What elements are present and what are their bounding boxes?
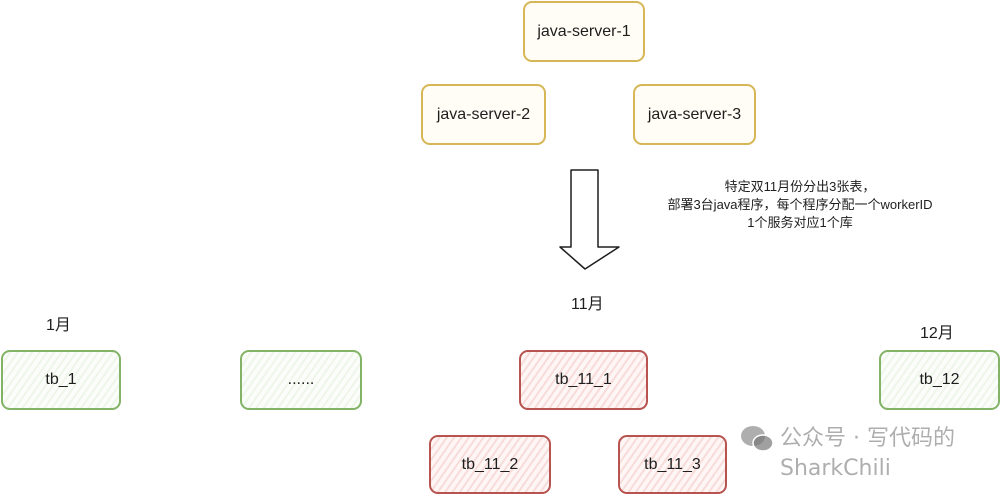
note-line-1: 特定双11月份分出3张表， <box>724 179 876 194</box>
table-box-tb-11-1: tb_11_1 <box>519 350 648 410</box>
wechat-icon <box>741 426 774 452</box>
watermark: 公众号 · 写代码的SharkChili <box>740 424 998 484</box>
month-label-dec: 12月 <box>920 325 954 342</box>
table-box-tb-1: tb_1 <box>1 350 121 410</box>
down-arrow-icon <box>559 169 620 270</box>
table-box-tb-11-2: tb_11_2 <box>429 435 551 494</box>
note-line-2: 部署3台java程序，每个程序分配一个workerID <box>667 197 933 212</box>
table-box-ellipsis: ...... <box>240 350 362 410</box>
table-box-tb-12: tb_12 <box>879 350 1000 410</box>
watermark-text: 公众号 · 写代码的SharkChili <box>780 426 955 481</box>
server-box-3: java-server-3 <box>633 84 756 145</box>
table-box-tb-11-3: tb_11_3 <box>618 435 727 494</box>
month-label-jan: 1月 <box>46 317 71 334</box>
deployment-note: 特定双11月份分出3张表， 部署3台java程序，每个程序分配一个workerI… <box>620 178 980 232</box>
note-line-3: 1个服务对应1个库 <box>747 215 853 230</box>
month-label-nov: 11月 <box>571 296 604 313</box>
server-box-2: java-server-2 <box>421 84 546 145</box>
server-box-1: java-server-1 <box>523 1 645 62</box>
